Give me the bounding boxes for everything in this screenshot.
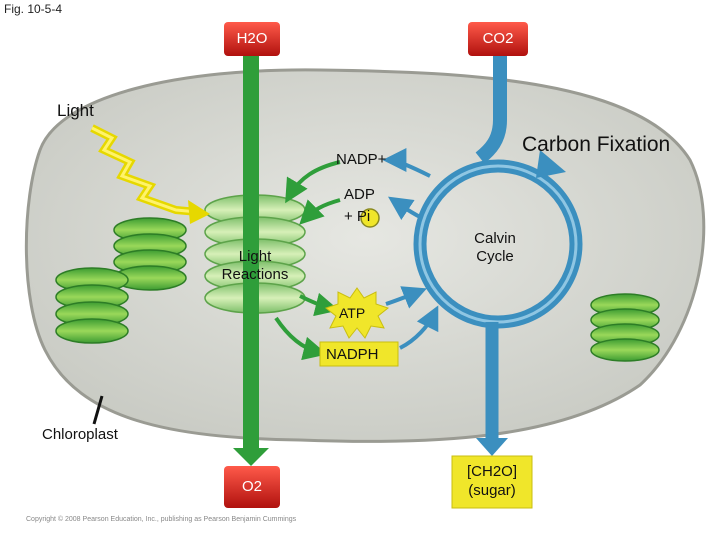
nadph-box xyxy=(319,341,399,367)
phosphate-label: + Pi xyxy=(344,208,371,225)
sugar-arrow-head-icon xyxy=(476,438,508,456)
calvin-cycle-line2: Cycle xyxy=(476,248,514,265)
nadph-to-cycle-arrow xyxy=(399,305,439,350)
water-text: H2O xyxy=(236,30,268,47)
calvin-cycle-line1: Calvin xyxy=(474,230,516,247)
oxygen-text: O2 xyxy=(241,478,262,495)
granum-stack-left-upper xyxy=(113,217,187,291)
light-reactions-label: Light Reactions xyxy=(205,248,305,284)
granum-stack-left-lower xyxy=(55,267,129,344)
nadp-to-granum-arrow xyxy=(285,160,341,204)
light-bolt-head-icon xyxy=(188,200,210,224)
chloroplast-body xyxy=(24,68,706,443)
water-label: H2O xyxy=(224,30,280,47)
water-box xyxy=(224,22,280,56)
atp-burst xyxy=(324,287,390,339)
carbon-fixation-label: Carbon Fixation xyxy=(522,133,671,156)
figure-label: Fig. 10-5-4 xyxy=(4,2,63,16)
light-reactions-line2: Reactions xyxy=(221,266,289,283)
sugar-label: [CH2O] (sugar) xyxy=(452,462,532,500)
chloroplast-label: Chloroplast xyxy=(42,426,118,443)
light-label: Light xyxy=(57,101,94,120)
sugar-line2: (sugar) xyxy=(468,482,516,499)
co2-text: CO2 xyxy=(482,30,514,47)
oxygen-label: O2 xyxy=(224,478,280,495)
granum-to-nadph-arrow xyxy=(274,316,328,361)
oxygen-box xyxy=(224,466,280,508)
co2-label: CO2 xyxy=(468,30,528,47)
oxygen-arrow-head-icon xyxy=(233,448,269,466)
atp-label: ATP xyxy=(339,305,366,321)
adp-label: ADP xyxy=(344,186,375,203)
sugar-box xyxy=(451,455,533,509)
nadp-plus-label: NADP+ xyxy=(336,151,387,168)
granum-stack-right xyxy=(590,293,660,362)
nadph-label: NADPH xyxy=(326,346,379,363)
co2-box xyxy=(468,22,528,56)
cycle-to-nadp-arrow xyxy=(382,148,431,178)
co2-arrow-shaft xyxy=(475,55,507,164)
atp-to-cycle-arrow xyxy=(385,286,427,309)
calvin-cycle-label: Calvin Cycle xyxy=(450,230,540,266)
phosphate-circle-icon xyxy=(360,208,380,228)
chloroplast-pointer-line xyxy=(92,395,104,425)
calvin-cycle-arrow-icon xyxy=(536,150,566,178)
sugar-line1: [CH2O] xyxy=(466,463,517,480)
light-reactions-line1: Light xyxy=(238,248,272,265)
copyright-notice: Copyright © 2008 Pearson Education, Inc.… xyxy=(26,516,297,523)
water-arrow-shaft xyxy=(243,50,259,450)
adp-to-granum-arrow xyxy=(299,198,341,225)
cycle-to-adp-arrow xyxy=(388,196,423,220)
